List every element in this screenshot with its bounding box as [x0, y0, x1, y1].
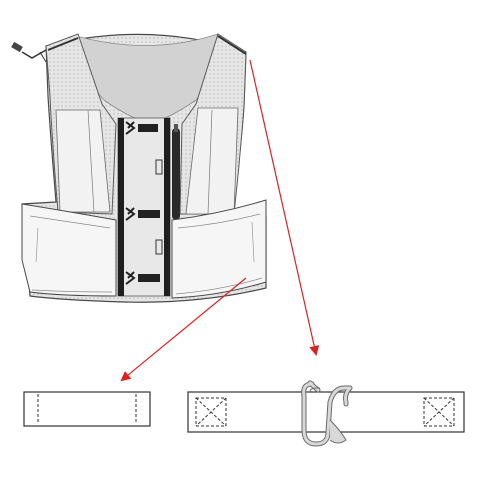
center-webbing-column	[117, 117, 171, 297]
left-webbing-strip	[118, 118, 124, 296]
sternum-buckle-top	[125, 121, 158, 135]
left-front-panel	[55, 109, 111, 213]
lower-wrap-belt-right	[171, 199, 267, 299]
elastic-loop-strap	[23, 391, 151, 427]
sternum-buckle-middle	[125, 207, 160, 221]
sternum-buckle-bottom	[125, 271, 160, 285]
zipper-pocket	[172, 128, 180, 220]
lower-wrap-belt	[21, 203, 117, 297]
arrow-vest-to-strap-loop	[120, 277, 247, 382]
hose-connector	[11, 41, 47, 63]
hook-buckle	[301, 380, 353, 447]
adjustable-strap-with-hook-buckle	[187, 380, 465, 447]
box-x-stitch-right	[423, 397, 455, 427]
vest-neck-opening	[75, 33, 219, 125]
arrow-shoulder-to-buckle-strap	[249, 59, 320, 356]
vest-back-panel	[11, 33, 267, 303]
box-x-stitch-left	[195, 397, 227, 427]
right-webbing-strip	[164, 118, 170, 296]
